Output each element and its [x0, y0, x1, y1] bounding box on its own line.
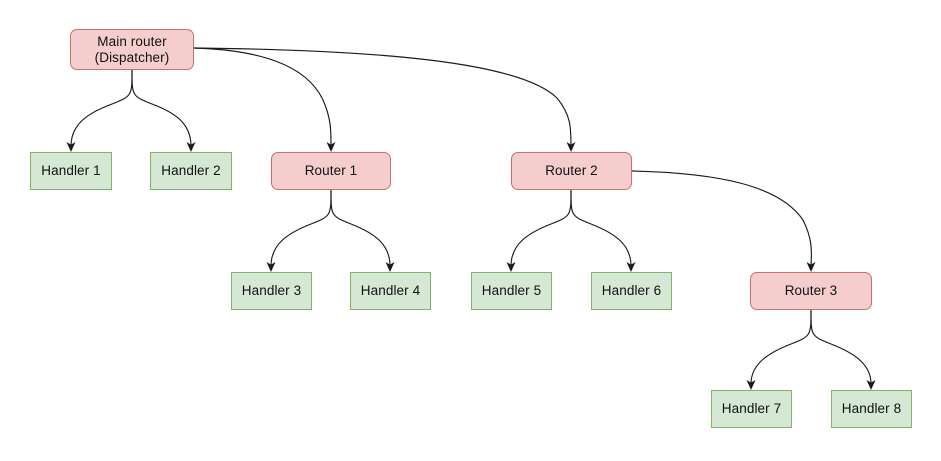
- node-router-3[interactable]: Router 3: [750, 272, 872, 310]
- arrow-head-icon: [806, 262, 816, 272]
- node-handler-6[interactable]: Handler 6: [591, 272, 672, 310]
- node-label: Handler 1: [41, 163, 101, 179]
- arrow-head-icon: [66, 142, 76, 152]
- arrow-head-icon: [385, 262, 395, 272]
- edge-router-1-to-handler-3: [266, 189, 332, 272]
- node-handler-2[interactable]: Handler 2: [150, 152, 232, 190]
- node-handler-4[interactable]: Handler 4: [350, 272, 431, 310]
- edge-router-2-to-handler-5: [506, 189, 572, 272]
- node-router-2[interactable]: Router 2: [511, 152, 632, 190]
- edge-main-router-to-router-2: [193, 47, 576, 152]
- node-label: Router 3: [784, 283, 838, 299]
- arrow-head-icon: [326, 142, 336, 152]
- node-router-1[interactable]: Router 1: [271, 152, 391, 190]
- edge-router-3-to-handler-7: [746, 309, 812, 390]
- node-label: Main router (Dispatcher): [94, 33, 170, 65]
- edge-main-router-to-router-1: [193, 47, 336, 152]
- node-label: Handler 4: [360, 283, 421, 299]
- node-label: Handler 7: [721, 401, 782, 417]
- node-label: Handler 5: [481, 283, 542, 299]
- edge-router-3-to-handler-8: [810, 309, 876, 390]
- node-label: Router 1: [304, 163, 358, 179]
- arrow-head-icon: [266, 262, 276, 272]
- arrow-head-icon: [866, 380, 876, 390]
- node-main-router[interactable]: Main router (Dispatcher): [70, 29, 194, 70]
- arrow-head-icon: [566, 142, 576, 152]
- arrow-head-icon: [186, 142, 196, 152]
- edge-main-router-to-handler-1: [66, 69, 133, 152]
- edge-main-router-to-handler-2: [131, 69, 196, 152]
- arrow-head-icon: [626, 262, 636, 272]
- node-handler-3[interactable]: Handler 3: [231, 272, 312, 310]
- node-label: Router 2: [545, 163, 598, 179]
- edge-router-2-to-handler-6: [570, 189, 636, 272]
- edge-router-1-to-handler-4: [330, 189, 395, 272]
- node-handler-1[interactable]: Handler 1: [30, 152, 112, 190]
- node-handler-5[interactable]: Handler 5: [471, 272, 552, 310]
- edge-router-2-to-router-3: [631, 170, 816, 272]
- node-label: Handler 2: [161, 163, 221, 179]
- node-label: Handler 8: [841, 401, 902, 417]
- node-label: Handler 3: [241, 283, 302, 299]
- node-handler-7[interactable]: Handler 7: [711, 390, 792, 428]
- node-label: Handler 6: [601, 283, 662, 299]
- arrow-head-icon: [746, 380, 756, 390]
- arrow-head-icon: [506, 262, 516, 272]
- node-handler-8[interactable]: Handler 8: [831, 390, 912, 428]
